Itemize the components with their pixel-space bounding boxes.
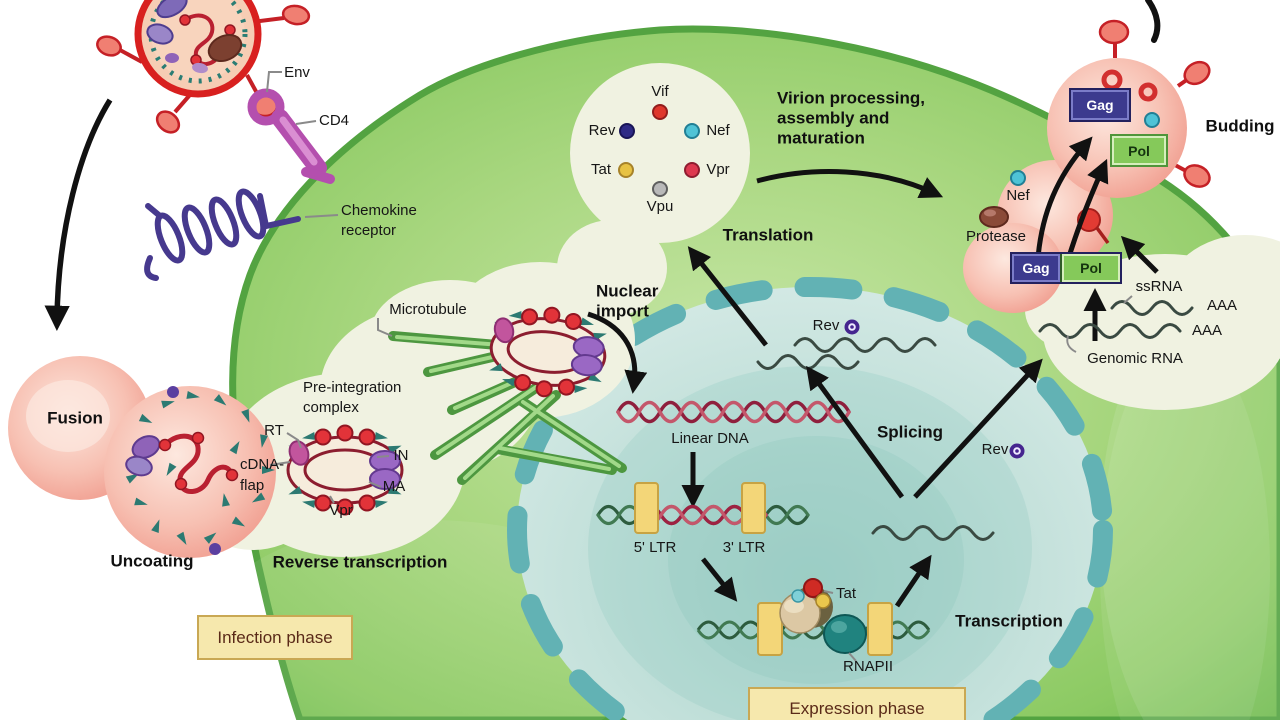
label-nef-circle: Nef [706, 121, 730, 139]
label-uncoating: Uncoating [110, 551, 194, 571]
label-chemokine-line2: receptor [341, 221, 397, 239]
rev-dot [619, 123, 635, 139]
expression-phase-box: Expression phase [748, 687, 966, 720]
label-rev-nucleus-top: Rev [812, 316, 840, 334]
label-in: IN [393, 446, 409, 464]
expression-phase-label: Expression phase [789, 699, 925, 718]
gag-box: Gag [1069, 88, 1131, 122]
label-env: Env [284, 63, 310, 81]
uncoating-debris [125, 386, 275, 555]
incoming-virion [96, 0, 311, 134]
label-splicing: Splicing [876, 422, 944, 442]
gag2-label: Gag [1022, 260, 1050, 276]
label-5ltr: 5' LTR [633, 538, 677, 556]
label-pointers [266, 71, 393, 504]
gag-pol-box: Gag Pol [1010, 252, 1122, 284]
rev-protein-dot [1009, 443, 1025, 459]
label-translation: Translation [722, 225, 814, 245]
virion-core [207, 33, 243, 63]
splicing-arrow-left [806, 365, 905, 499]
accessory-protein-dots [618, 104, 700, 197]
label-rt: RT [264, 421, 284, 439]
label-vif: Vif [651, 82, 669, 100]
gag-box-label: Gag [1086, 97, 1114, 113]
label-microtubule: Microtubule [389, 300, 467, 318]
label-linear-dna: Linear DNA [671, 429, 749, 447]
entry-arrow [44, 98, 113, 331]
label-cdna-line1: cDNA- [240, 455, 285, 473]
vif-dot [652, 104, 668, 120]
label-rnapii: RNAPII [842, 657, 894, 675]
tat-dot [618, 162, 634, 178]
label-cdna-line2: flap [240, 476, 265, 494]
translation-arrow [687, 246, 768, 347]
pol-box-label: Pol [1128, 142, 1150, 159]
label-aaa-bottom: AAA [1191, 321, 1223, 339]
label-tat-circle: Tat [590, 160, 612, 178]
label-rev-circle: Rev [588, 121, 616, 139]
ssrna-pointer [1123, 295, 1133, 304]
rnapii-enzyme [823, 614, 867, 654]
label-3ltr: 3' LTR [722, 538, 766, 556]
genomic-rna-pointer [1066, 335, 1077, 353]
frame-edge-stroke [1145, 0, 1161, 43]
label-vpr-circle: Vpr [706, 160, 730, 178]
label-ma: MA [382, 477, 406, 495]
ltr3-block [741, 482, 766, 534]
infection-phase-label: Infection phase [217, 627, 333, 647]
gag-pol-box-pol: Pol [1060, 254, 1120, 282]
label-aaa-top: AAA [1206, 296, 1238, 314]
ltr5-block [634, 482, 659, 534]
genomic-rna-waves [1038, 300, 1194, 339]
label-nuclear-import-line1: Nuclear [596, 281, 659, 301]
gag-assembly-arrow [1035, 136, 1093, 259]
nef-dot-assembly [1010, 170, 1026, 186]
label-virion-processing-line3: maturation [777, 128, 865, 148]
label-virion-processing-line1: Virion processing, [777, 88, 926, 108]
label-vpr-pic: Vpr [329, 501, 353, 519]
label-chemokine-line1: Chemokine [341, 201, 417, 219]
label-vpu: Vpu [646, 197, 674, 215]
vpu-dot [652, 181, 668, 197]
label-cd4: CD4 [318, 111, 350, 129]
label-pre-integration-line1: Pre-integration [303, 378, 402, 396]
label-ssrna: ssRNA [1135, 277, 1183, 295]
nuclear-import-arrow [587, 311, 648, 394]
transcription-complex [696, 578, 931, 662]
label-transcription: Transcription [955, 611, 1063, 631]
fusion-uncoating-blobs [8, 356, 276, 558]
splicing-arrow-right [913, 358, 1043, 499]
gag-pol-box-gag: Gag [1012, 254, 1060, 282]
label-nuclear-import-line2: import [596, 301, 649, 321]
pol-box: Pol [1110, 134, 1168, 167]
linear-dna [616, 400, 851, 424]
cd4-receptor [247, 88, 335, 184]
chemokine-receptor [144, 188, 301, 281]
label-budding: Budding [1205, 116, 1275, 136]
to-transcription-arrow [701, 557, 738, 602]
label-virion-processing-line2: assembly and [777, 108, 890, 128]
vpr-dot [684, 162, 700, 178]
label-reverse-transcription: Reverse transcription [272, 552, 448, 572]
rev-protein-dot [844, 319, 860, 335]
label-genomic-rna: Genomic RNA [1087, 349, 1183, 367]
infection-phase-box: Infection phase [197, 615, 353, 660]
label-protease: Protease [965, 227, 1027, 245]
nef-dot [684, 123, 700, 139]
label-rev-nucleus-right: Rev [981, 440, 1009, 458]
pol2-label: Pol [1080, 260, 1102, 276]
integrated-provirus-dna [596, 482, 810, 534]
label-nef-assembly: Nef [1006, 186, 1030, 204]
ssrna-arrow [1120, 235, 1159, 274]
label-fusion: Fusion [47, 408, 103, 428]
virion-processing-arrow [756, 169, 944, 198]
transcription-arrow [894, 554, 932, 608]
nuclear-envelope-dashes [507, 277, 1113, 720]
label-pre-integration-line2: complex [303, 398, 359, 416]
protease-enzyme [979, 206, 1009, 228]
label-tat-nucleus: Tat [835, 584, 857, 602]
